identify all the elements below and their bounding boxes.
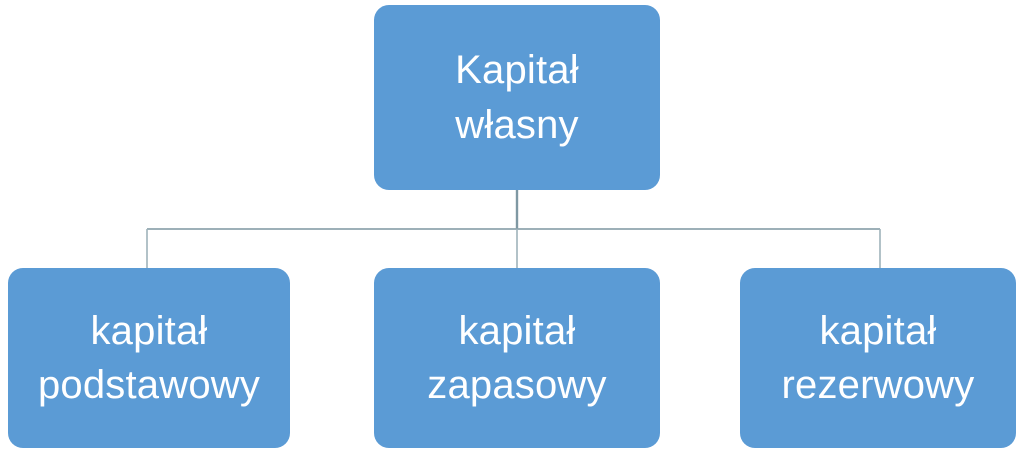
node-child-3-label: kapitał rezerwowy: [781, 308, 975, 407]
node-child-2-label: kapitał zapasowy: [427, 308, 607, 407]
node-child-kapital-podstawowy[interactable]: kapitał podstawowy: [8, 268, 290, 448]
node-child-kapital-zapasowy[interactable]: kapitał zapasowy: [374, 268, 660, 448]
node-root-kapital-wlasny[interactable]: Kapitał własny: [374, 5, 660, 190]
node-root-label: Kapitał własny: [455, 48, 579, 147]
node-child-1-label: kapitał podstawowy: [37, 308, 261, 407]
node-child-kapital-rezerwowy[interactable]: kapitał rezerwowy: [740, 268, 1016, 448]
